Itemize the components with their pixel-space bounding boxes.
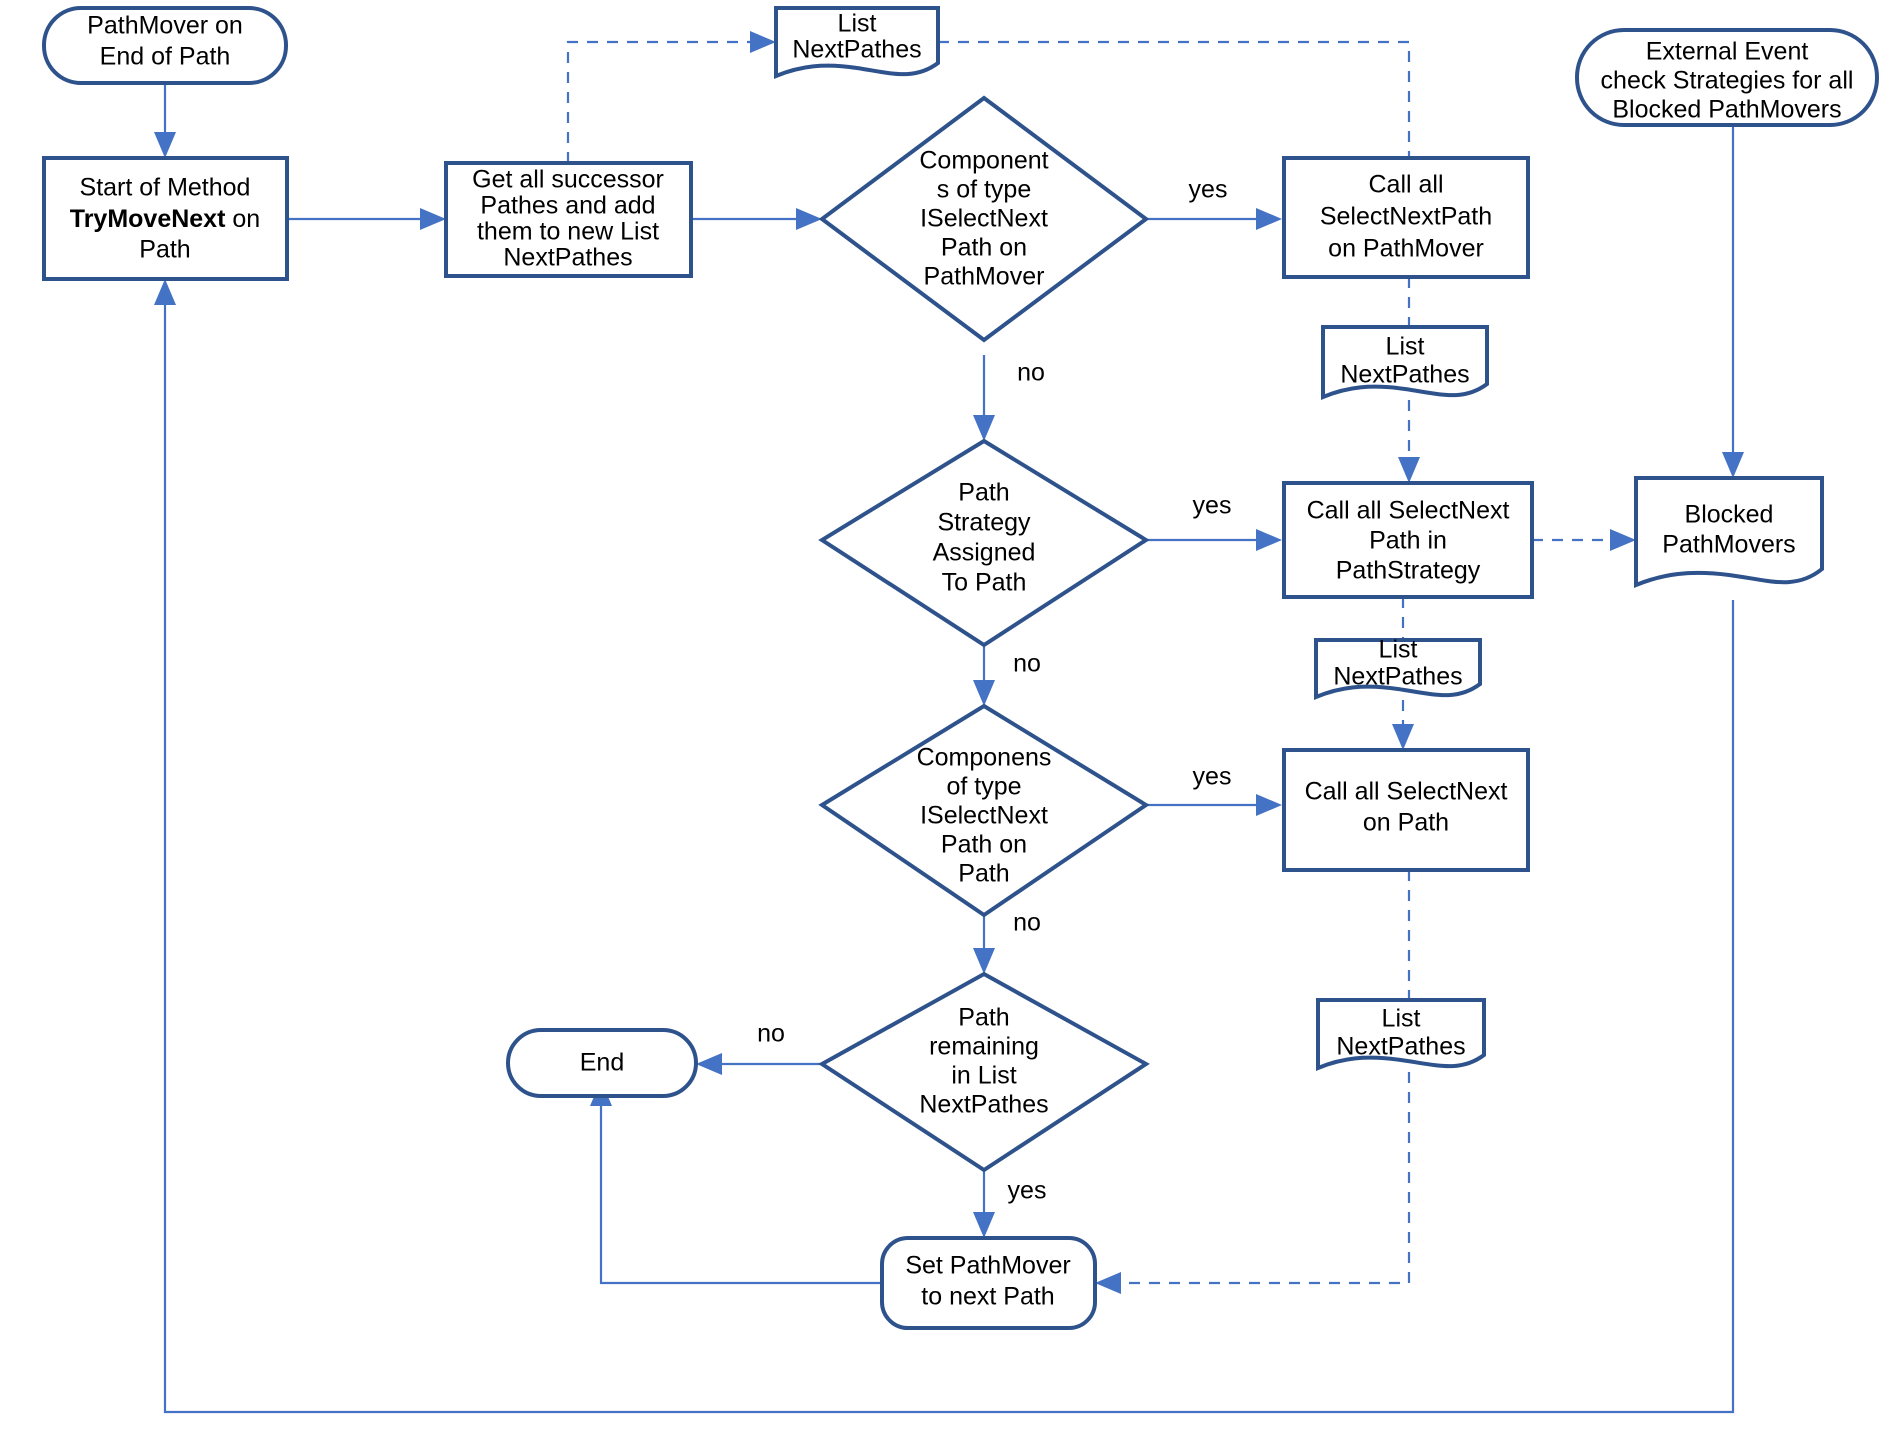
call-selectnextpath-strategy-line-2: Path in — [1369, 527, 1447, 555]
node-end[interactable]: End — [506, 1028, 698, 1098]
call-selectnext-path-line-2: on Path — [1363, 809, 1449, 837]
external-event-line-3: Blocked PathMovers — [1612, 96, 1841, 124]
connector-get-successors-to-list-nextpathes-top — [566, 31, 776, 163]
list-nextpathes-r3-line-1: List — [1382, 1005, 1421, 1033]
connector-components-pathmover-no — [973, 355, 995, 441]
start-method-line-1: Start of Method — [80, 174, 251, 202]
connector-components-path-no — [973, 915, 995, 974]
decision-pathstrategy-line-1: Path — [958, 479, 1009, 507]
connector-pathstrategy-yes — [1146, 529, 1282, 551]
start-method-line-2: TryMoveNext on — [70, 205, 260, 233]
edge-label-yes-components-pathmover: yes — [1189, 176, 1228, 204]
decision-components-path-line-3: ISelectNext — [920, 802, 1048, 830]
call-selectnextpath-pathmover-line-1: Call all — [1368, 171, 1443, 199]
connector-set-pathmover-to-end — [590, 1080, 882, 1285]
node-decision-pathstrategy[interactable]: Path Strategy Assigned To Path — [818, 438, 1150, 648]
list-nextpathes-r2-line-1: List — [1379, 636, 1418, 664]
node-decision-components-pathmover[interactable]: Component s of type ISelectNext Path on … — [818, 95, 1150, 343]
get-successors-line-2: Pathes and add — [480, 192, 655, 220]
external-event-line-1: External Event — [1646, 38, 1809, 66]
node-list-nextpathes-top[interactable]: List NextPathes — [774, 6, 940, 79]
call-selectnext-path-line-1: Call all SelectNext — [1305, 778, 1508, 806]
connector-call-selectnextpath-strategy-to-blocked-pathmovers — [1532, 529, 1636, 551]
edge-label-no-pathstrategy: no — [1013, 650, 1041, 678]
decision-components-path-line-2: of type — [946, 773, 1021, 801]
list-nextpathes-r2-line-2: NextPathes — [1333, 663, 1462, 691]
decision-pathstrategy-line-4: To Path — [942, 569, 1027, 597]
node-call-selectnext-path[interactable]: Call all SelectNext on Path — [1282, 748, 1530, 872]
connector-pathstrategy-no — [973, 645, 995, 706]
edge-label-yes-components-path: yes — [1193, 763, 1232, 791]
node-external-event[interactable]: External Event check Strategies for all … — [1575, 28, 1879, 127]
decision-components-path-line-5: Path — [958, 860, 1009, 888]
connector-list-r3-to-set-pathmover — [1095, 1072, 1411, 1294]
decision-path-remaining-line-4: NextPathes — [919, 1091, 1048, 1119]
external-event-line-2: check Strategies for all — [1601, 67, 1854, 95]
decision-path-remaining-line-1: Path — [958, 1004, 1009, 1032]
node-get-successors[interactable]: Get all successor Pathes and add them to… — [444, 161, 693, 278]
node-blocked-pathmovers[interactable]: Blocked PathMovers — [1634, 476, 1824, 588]
node-call-selectnextpath-strategy[interactable]: Call all SelectNext Path in PathStrategy — [1282, 481, 1534, 599]
node-list-nextpathes-r1[interactable]: List NextPathes — [1321, 325, 1489, 400]
decision-path-remaining-line-2: remaining — [929, 1033, 1039, 1061]
connector-external-event-to-blocked-pathmovers — [1722, 125, 1744, 478]
decision-pathstrategy-line-2: Strategy — [937, 509, 1031, 537]
edge-label-no-path-remaining: no — [757, 1020, 785, 1048]
decision-components-pathmover-line-3: ISelectNext — [920, 205, 1048, 233]
call-selectnextpath-strategy-line-3: PathStrategy — [1336, 557, 1481, 585]
set-pathmover-next-line-2: to next Path — [921, 1283, 1054, 1311]
decision-components-pathmover-line-1: Component — [919, 147, 1048, 175]
set-pathmover-next-line-1: Set PathMover — [905, 1252, 1070, 1280]
connector-get-successors-to-decision-components-pathmover — [691, 208, 822, 230]
list-nextpathes-top-line-1: List — [838, 10, 877, 38]
edge-label-no-components-pathmover: no — [1017, 359, 1045, 387]
node-start-event[interactable]: PathMover on End of Path — [42, 6, 288, 85]
node-start-method[interactable]: Start of Method TryMoveNext on Path — [42, 156, 289, 281]
decision-path-remaining-line-3: in List — [951, 1062, 1016, 1090]
get-successors-line-3: them to new List — [477, 218, 659, 246]
connector-components-pathmover-yes — [1146, 208, 1282, 230]
decision-components-pathmover-line-4: Path on — [941, 234, 1027, 262]
node-decision-components-path[interactable]: Componens of type ISelectNext Path on Pa… — [818, 703, 1150, 918]
list-nextpathes-r3-line-2: NextPathes — [1336, 1033, 1465, 1061]
blocked-pathmovers-line-2: PathMovers — [1662, 531, 1795, 559]
get-successors-line-1: Get all successor — [472, 166, 664, 194]
blocked-pathmovers-line-1: Blocked — [1685, 501, 1774, 529]
connector-start-event-to-start-method — [154, 83, 176, 158]
node-set-pathmover-next[interactable]: Set PathMover to next Path — [880, 1236, 1097, 1330]
connector-start-method-to-get-successors — [287, 208, 446, 230]
decision-components-pathmover-line-5: PathMover — [924, 263, 1045, 291]
end-node-label: End — [580, 1049, 624, 1077]
start-event-line-1: PathMover on — [87, 12, 243, 40]
list-nextpathes-r1-line-1: List — [1386, 333, 1425, 361]
node-call-selectnextpath-pathmover[interactable]: Call all SelectNextPath on PathMover — [1282, 156, 1530, 279]
list-nextpathes-top-line-2: NextPathes — [792, 36, 921, 64]
node-list-nextpathes-r2[interactable]: List NextPathes — [1314, 636, 1482, 700]
connector-path-remaining-no — [696, 1053, 822, 1075]
connector-loop-back-to-start-method — [154, 279, 1735, 1414]
start-method-line-3: Path — [139, 236, 190, 264]
node-list-nextpathes-r3[interactable]: List NextPathes — [1316, 998, 1486, 1071]
start-event-line-2: End of Path — [100, 43, 231, 71]
decision-components-path-line-1: Componens — [917, 744, 1052, 772]
call-selectnextpath-strategy-line-1: Call all SelectNext — [1307, 497, 1510, 525]
get-successors-line-4: NextPathes — [503, 244, 632, 272]
call-selectnextpath-pathmover-line-3: on PathMover — [1328, 235, 1484, 263]
decision-pathstrategy-line-3: Assigned — [933, 539, 1036, 567]
decision-components-path-line-4: Path on — [941, 831, 1027, 859]
connector-list-r1-to-call-selectnextpath-strategy — [1398, 400, 1420, 483]
call-selectnextpath-pathmover-line-2: SelectNextPath — [1320, 203, 1492, 231]
connector-list-r2-to-call-selectnext-path — [1392, 700, 1414, 750]
decision-components-pathmover-line-2: s of type — [937, 176, 1032, 204]
connector-components-path-yes — [1146, 794, 1282, 816]
node-decision-path-remaining[interactable]: Path remaining in List NextPathes — [818, 971, 1150, 1173]
edge-label-no-components-path: no — [1013, 909, 1041, 937]
edge-label-yes-pathstrategy: yes — [1193, 492, 1232, 520]
connector-path-remaining-yes — [973, 1170, 995, 1238]
list-nextpathes-r1-line-2: NextPathes — [1340, 361, 1469, 389]
edge-label-yes-path-remaining: yes — [1008, 1177, 1047, 1205]
